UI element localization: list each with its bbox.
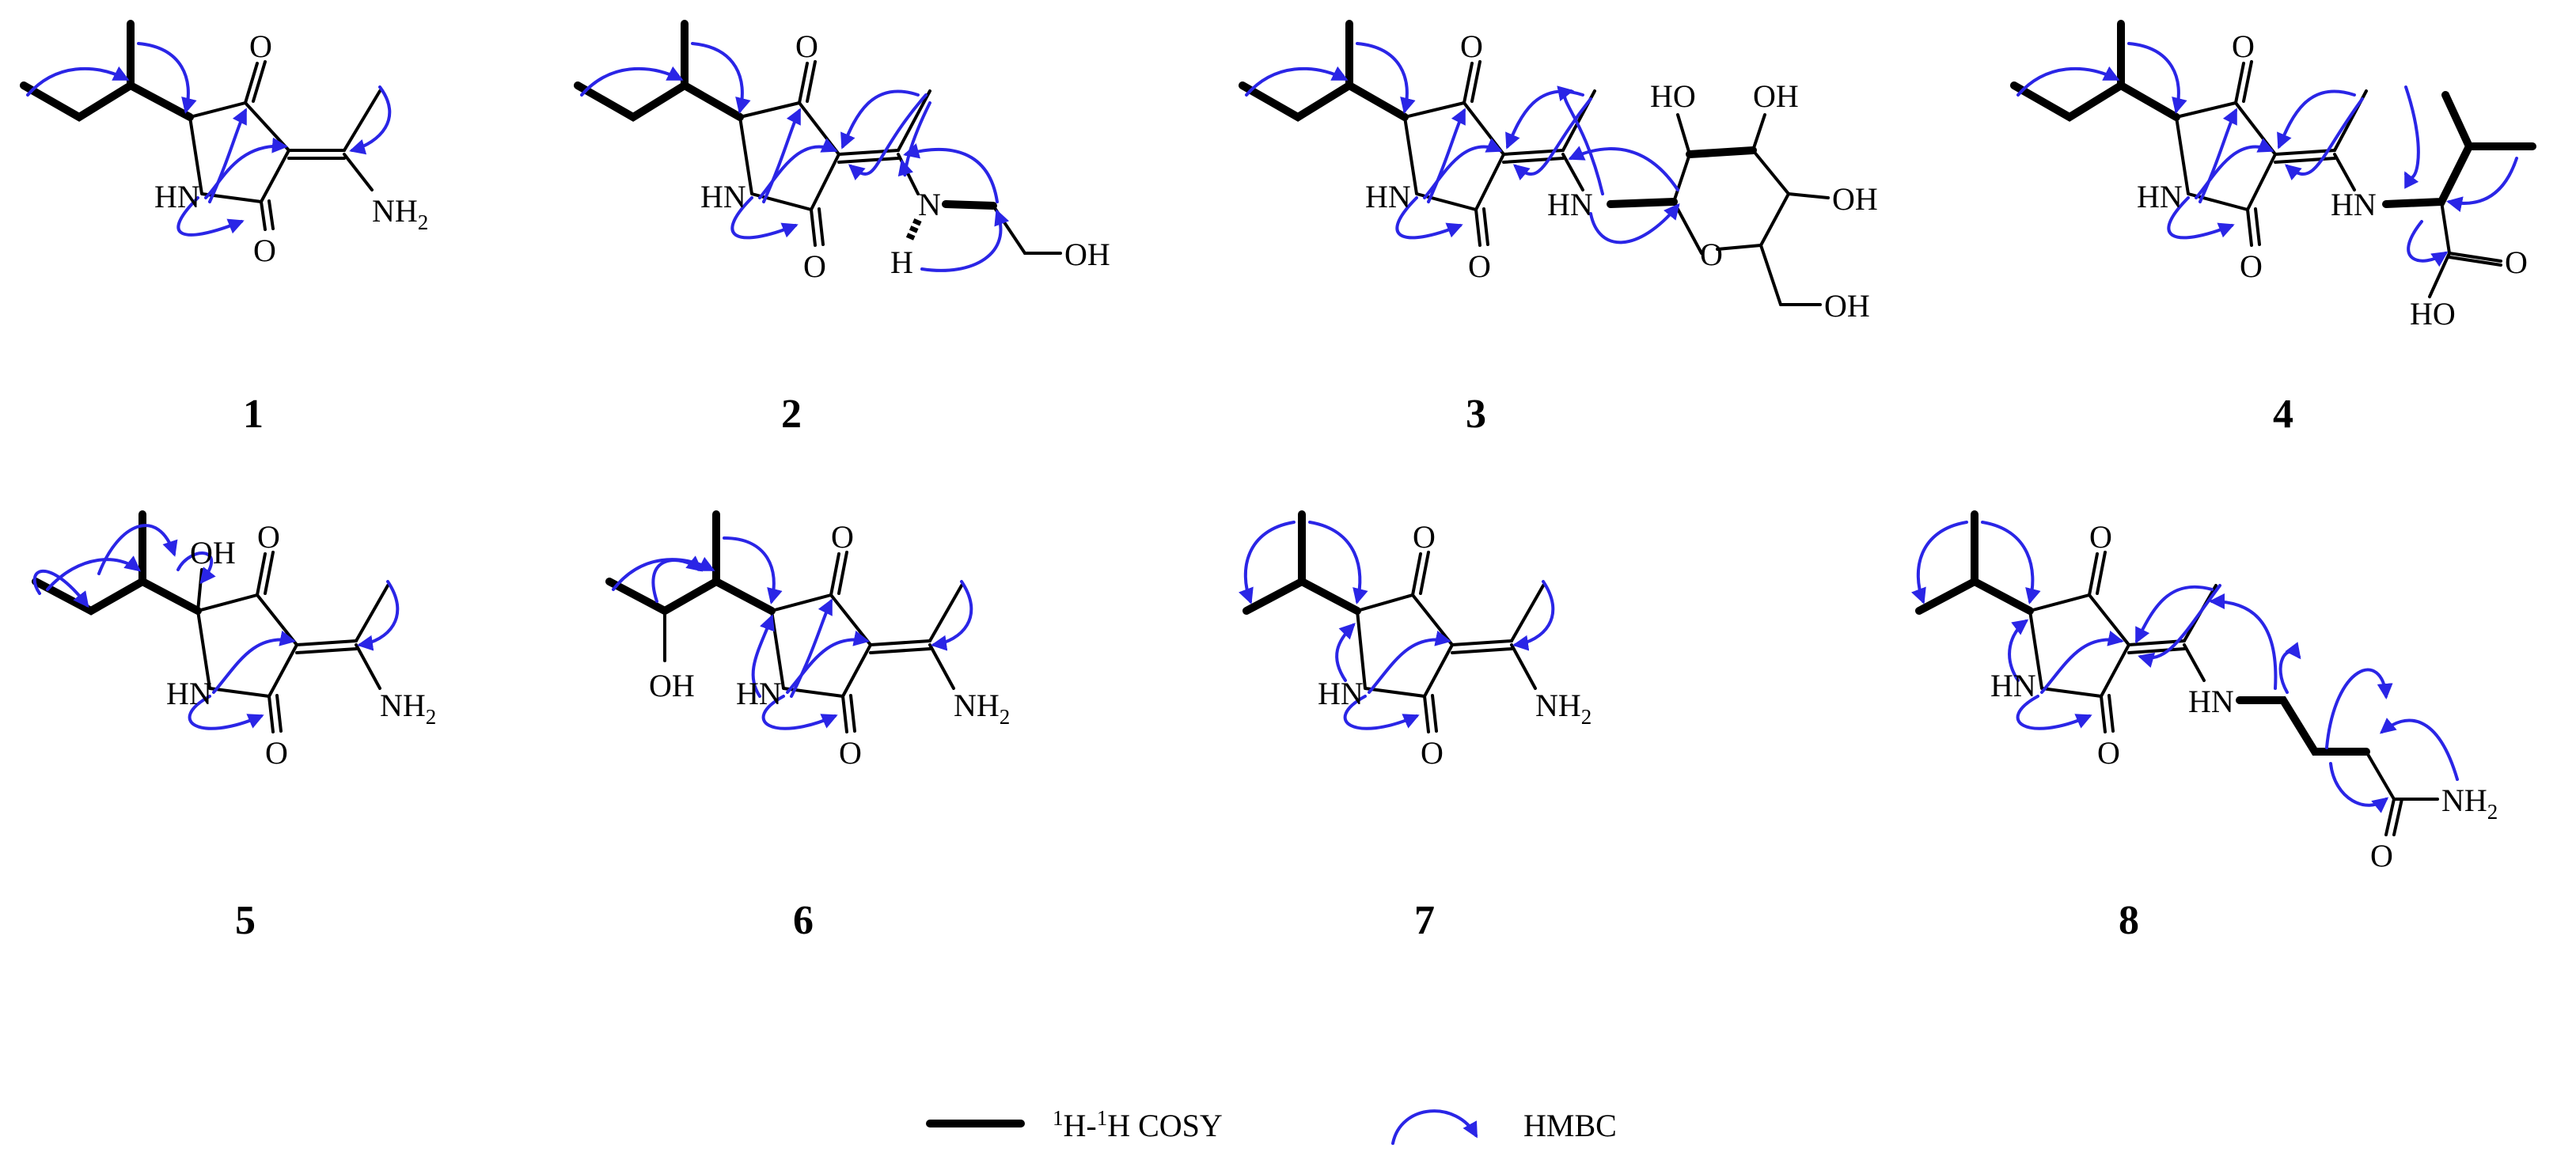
compound-3-oxo-bottom: O	[1468, 248, 1491, 284]
compound-7-bonds	[1242, 510, 1545, 733]
compound-5-label: 5	[235, 898, 256, 943]
compound-8-oxo-top: O	[2089, 519, 2112, 555]
compound-2-bonds	[574, 20, 1062, 255]
compound-5-atoms: OH O HN O NH2	[166, 519, 436, 771]
compound-8-hmbc-arrows	[1911, 521, 2459, 813]
compound-4-atoms: O O HN HN O HO	[2137, 28, 2528, 332]
compound-8-amide-o: O	[2370, 838, 2393, 874]
compound-7-label: 7	[1414, 898, 1435, 943]
compound-7-oxo-bottom: O	[1421, 735, 1444, 771]
compound-8-atoms: O HN O HN O NH2	[1990, 519, 2498, 874]
compound-2-label: 2	[781, 392, 802, 437]
compound-1-oxo-top: O	[249, 28, 272, 64]
compound-6-oxo-top: O	[831, 519, 854, 555]
compound-2-oxo-bottom: O	[803, 248, 826, 284]
compound-8-bonds	[1915, 510, 2439, 836]
compound-2-hmbc-arrows	[580, 42, 1010, 272]
compound-7-hmbc-arrows	[1239, 521, 1555, 730]
legend-hmbc-swatch	[1391, 1109, 1478, 1145]
compound-8-oxo-bottom: O	[2097, 735, 2120, 771]
compound-5-bonds	[32, 510, 389, 733]
compound-6-bonds	[605, 510, 963, 733]
compound-1-oxo-bottom: O	[253, 233, 276, 268]
compound-6-amine: NH2	[954, 688, 1010, 729]
compound-4-oxo-bottom: O	[2240, 248, 2263, 284]
compound-2-atoms: O O HN N H OH	[700, 28, 1110, 284]
compound-8-ring-nh: HN	[1990, 668, 2036, 703]
compound-6-structure: OH O HN O NH2	[605, 510, 1010, 771]
compound-3-sugar-oh4: OH	[1824, 288, 1870, 324]
compound-4-acid-oh: HO	[2410, 296, 2456, 332]
legend-cosy-label: 1H-1H COSY	[1053, 1106, 1223, 1143]
compound-1-hmbc-arrows	[26, 42, 392, 237]
compound-5-oh: OH	[190, 535, 236, 570]
compound-4-hmbc-arrows	[2016, 42, 2518, 267]
compound-2-chain-h: H	[890, 244, 913, 280]
compound-8-chain-nh: HN	[2188, 684, 2234, 719]
compound-3-sugar-oh2: OH	[1753, 78, 1799, 114]
legend-hmbc-label: HMBC	[1523, 1108, 1617, 1143]
compound-7-structure: O HN O NH2	[1239, 510, 1592, 771]
compound-1-label: 1	[243, 392, 264, 437]
compound-7-ring-nh: HN	[1318, 676, 1364, 711]
compound-4-oxo-top: O	[2232, 28, 2255, 64]
compound-8-label: 8	[2119, 898, 2139, 943]
compound-8-amide-nh: NH2	[2441, 783, 2498, 824]
compound-3-oxo-top: O	[1460, 28, 1483, 64]
compound-4-ring-nh: HN	[2137, 179, 2183, 214]
compound-3-structure: O O HN HN HO OH OH O OH	[1239, 20, 1878, 324]
compound-3-atoms: O O HN HN HO OH OH O OH	[1365, 28, 1878, 324]
compound-6-oxo-bottom: O	[839, 735, 862, 771]
compound-4-label: 4	[2273, 392, 2293, 437]
compound-7-amine: NH2	[1535, 688, 1592, 729]
compound-5-amine: NH2	[380, 688, 436, 729]
compound-1-bonds	[20, 20, 381, 231]
compound-6-atoms: OH O HN O NH2	[649, 519, 1010, 771]
compound-5-structure: OH O HN O NH2	[32, 510, 436, 771]
compound-1-structure: O O HN NH2	[20, 20, 428, 268]
compound-5-oxo-top: O	[257, 519, 280, 555]
compound-6-label: 6	[793, 898, 814, 943]
compound-4-structure: O O HN HN O HO	[2010, 20, 2536, 332]
compound-3-label: 3	[1466, 392, 1486, 437]
compound-5-oxo-bottom: O	[265, 735, 288, 771]
compound-6-ring-nh: HN	[736, 676, 782, 711]
compound-3-bonds	[1239, 20, 1830, 306]
compound-1-amine: NH2	[372, 193, 428, 234]
compound-7-atoms: O HN O NH2	[1318, 519, 1592, 771]
compound-2-chain-n: N	[918, 187, 941, 222]
compound-3-chain-nh: HN	[1547, 187, 1593, 222]
compound-1-ring-nh: HN	[154, 179, 200, 214]
compound-4-chain-nh: HN	[2331, 187, 2377, 222]
compound-3-sugar-oh3: OH	[1832, 181, 1878, 217]
compound-4-acid-o: O	[2505, 244, 2528, 280]
compound-2-oxo-top: O	[795, 28, 818, 64]
compound-5-hmbc-arrows	[32, 524, 400, 730]
legend: 1H-1H COSY HMBC	[926, 1106, 1617, 1145]
compound-3-sugar-oh1: HO	[1650, 78, 1696, 114]
compound-4-bonds	[2010, 20, 2536, 298]
compound-8-structure: O HN O HN O NH2	[1911, 510, 2498, 874]
compound-2-ring-nh: HN	[700, 179, 746, 214]
compound-6-oh: OH	[649, 668, 695, 703]
compound-2-chain-oh: OH	[1064, 237, 1110, 272]
compound-6-hmbc-arrows	[612, 536, 973, 730]
compound-1-atoms: O O HN NH2	[154, 28, 428, 268]
compound-3-ring-nh: HN	[1365, 179, 1411, 214]
compound-5-ring-nh: HN	[166, 676, 212, 711]
compound-3-sugar-o: O	[1700, 237, 1723, 272]
compound-2-structure: O O HN N H OH	[574, 20, 1110, 284]
compound-7-oxo-top: O	[1413, 519, 1436, 555]
compound-3-hmbc-arrows	[1245, 42, 1680, 244]
